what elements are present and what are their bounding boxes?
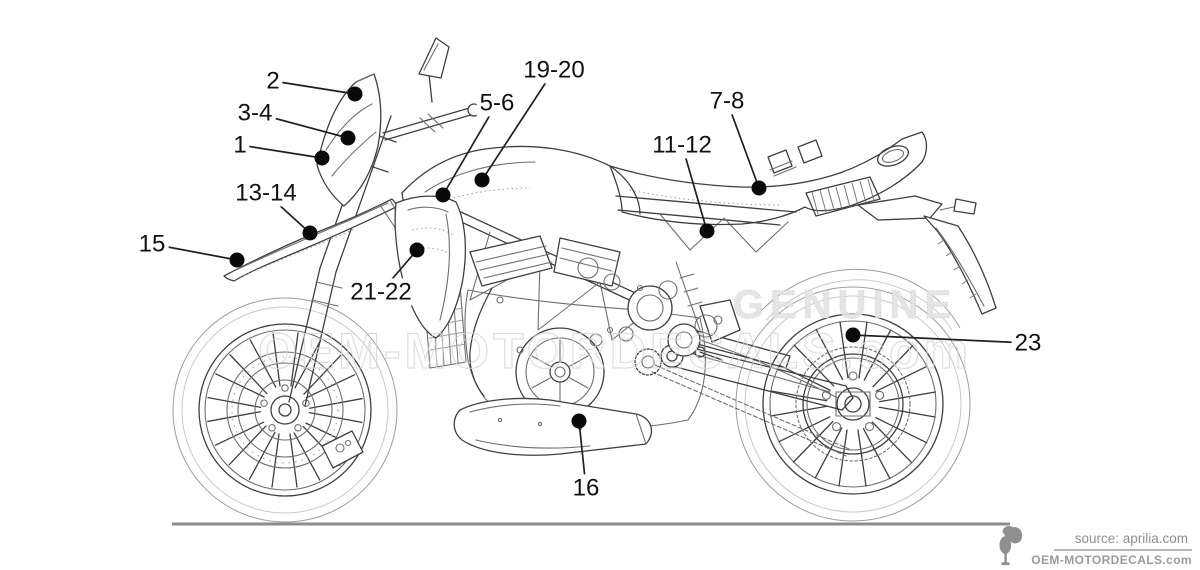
position-dot-3-4 <box>340 130 356 146</box>
position-dot-13-14 <box>302 225 318 241</box>
callout-label-5-6: 5-6 <box>476 89 518 117</box>
position-dot-1 <box>314 150 330 166</box>
callout-label-21-22: 21-22 <box>347 278 415 306</box>
callout-label-7-8: 7-8 <box>706 87 748 115</box>
position-dot-19-20 <box>474 172 490 188</box>
leader-line-11-12 <box>681 144 708 232</box>
callout-label-16: 16 <box>569 474 603 502</box>
mirror <box>418 37 450 103</box>
position-dot-15 <box>229 252 245 268</box>
callout-label-15: 15 <box>135 230 169 258</box>
position-dot-7-8 <box>751 180 767 196</box>
callout-label-13-14: 13-14 <box>232 179 300 207</box>
brand-footer: source: aprilia.com OEM-MOTORDECALS.com <box>995 523 1192 567</box>
leader-line-23 <box>852 334 1029 344</box>
callout-label-3-4: 3-4 <box>234 99 276 127</box>
frame-trellis <box>443 195 797 361</box>
leader-line-2 <box>272 80 356 95</box>
exhaust <box>453 287 653 456</box>
leader-line-1 <box>239 144 323 159</box>
rear-wheel <box>735 286 971 522</box>
brake-caliper <box>321 430 364 469</box>
callout-label-1: 1 <box>230 131 250 159</box>
callout-label-11-12: 11-12 <box>649 131 715 159</box>
leader-line-19-20 <box>481 69 555 181</box>
engine <box>464 235 718 430</box>
position-dot-23 <box>845 327 861 343</box>
position-dot-2 <box>347 86 363 102</box>
front-wheel <box>172 297 398 523</box>
position-dot-21-22 <box>409 242 425 258</box>
leader-line-7-8 <box>726 100 760 189</box>
position-dot-11-12 <box>699 223 715 239</box>
position-dot-16 <box>571 413 587 429</box>
rear-fender <box>857 195 997 315</box>
callout-label-2: 2 <box>263 67 283 95</box>
tail-section <box>767 131 928 217</box>
callout-label-19-20: 19-20 <box>520 56 588 84</box>
rear-inner-fender <box>757 268 961 331</box>
callout-label-23: 23 <box>1011 329 1045 357</box>
leader-line-5-6 <box>442 102 498 196</box>
footer-divider <box>1054 549 1192 551</box>
toucan-logo-icon <box>999 525 1023 566</box>
source-credit: source: aprilia.com <box>1074 531 1188 546</box>
genuine-watermark-text: GENUINE <box>733 283 957 327</box>
brand-name: OEM-MOTORDECALS.com <box>1031 553 1192 567</box>
position-dot-5-6 <box>435 187 451 203</box>
seat <box>609 165 841 226</box>
